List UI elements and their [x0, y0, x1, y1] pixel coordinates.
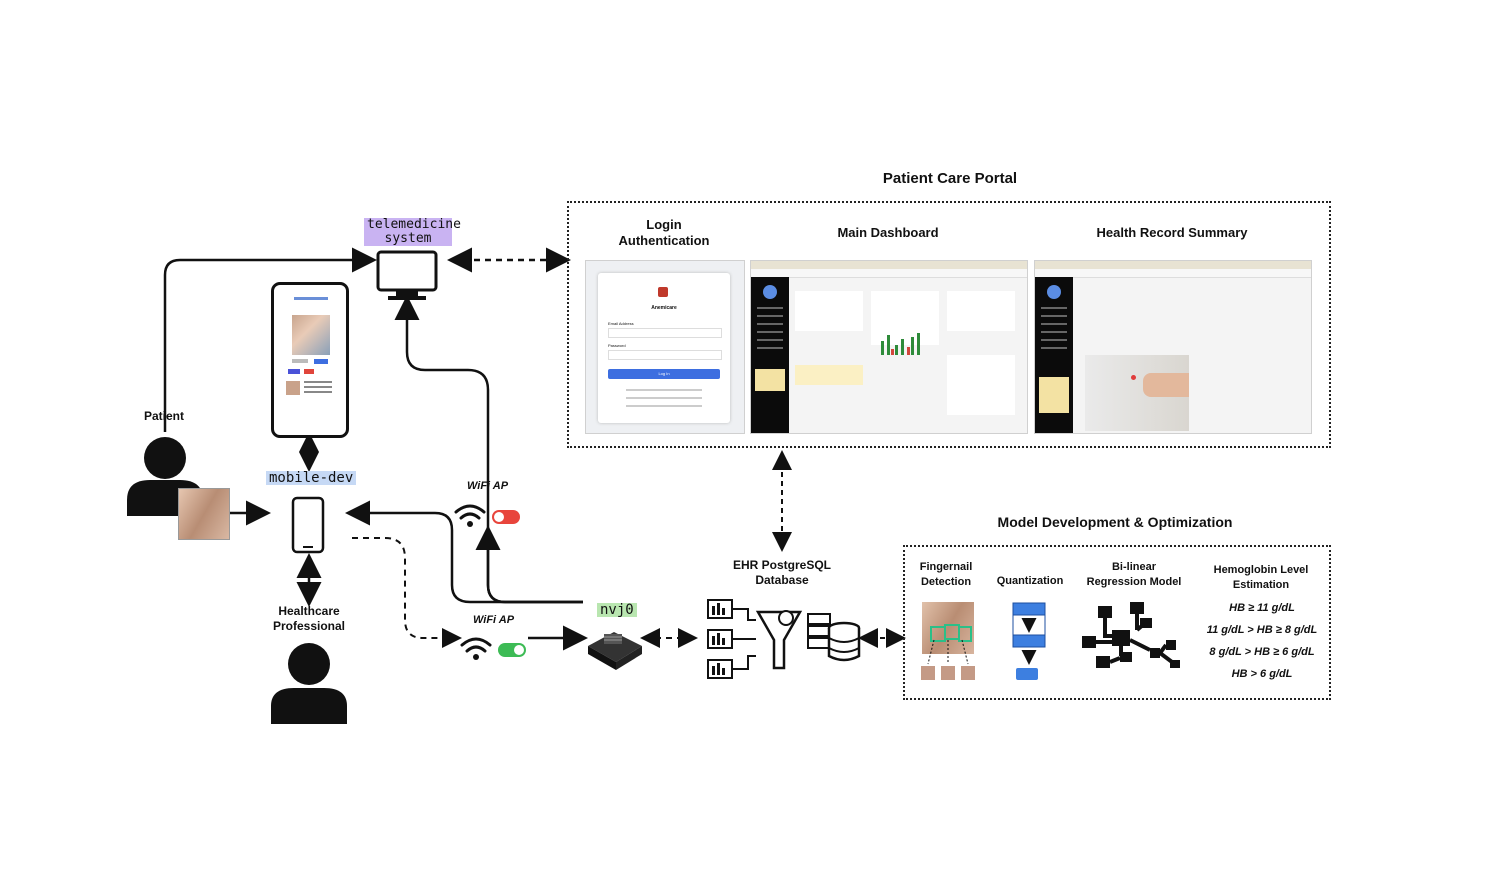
login-footer-lines — [626, 389, 702, 391]
login-screenshot: Anemicare Email Address Password Log In — [585, 260, 745, 434]
login-email-field[interactable] — [608, 328, 722, 338]
arrow-to-wifi-top — [475, 525, 583, 604]
step-bilinear-regression: Bi-linear Regression Model — [1086, 561, 1182, 588]
login-password-field[interactable] — [608, 350, 722, 360]
dashboard-title: Main Dashboard — [837, 225, 939, 240]
dashboard-screenshot — [750, 260, 1028, 434]
dashboard-mini-chart — [881, 333, 920, 355]
nvj0-tag: nvj0 — [597, 603, 637, 617]
step-hemoglobin-estimation: Hemoglobin Level Estimation — [1213, 564, 1309, 591]
mobile-dev-tag: mobile-dev — [266, 471, 357, 485]
step-fingernail-detection: Fingernail Detection — [919, 561, 973, 588]
wifi-bottom-label: WiFi AP — [473, 614, 515, 626]
phone-nail-photo — [292, 315, 330, 355]
login-email-label: Email Address — [608, 321, 634, 326]
login-button[interactable]: Log In — [608, 369, 720, 379]
avatar-icon — [763, 285, 777, 299]
portal-box — [567, 201, 1331, 448]
summary-photo — [1085, 355, 1189, 431]
healthcare-label: Healthcare Professional — [272, 604, 346, 633]
avatar-icon — [1047, 285, 1061, 299]
summary-sidebar — [1035, 277, 1073, 433]
login-app-name: Anemicare — [651, 305, 677, 311]
summary-title: Health Record Summary — [1096, 225, 1248, 240]
arrow-nvj0-to-mobile — [345, 500, 583, 604]
login-title: Login Authentication — [618, 217, 710, 248]
dashboard-content — [795, 285, 1020, 425]
summary-screenshot — [1034, 260, 1312, 434]
wifi-top-label: WiFi AP — [467, 480, 509, 492]
app-logo-icon — [658, 287, 668, 297]
telemedicine-tag: telemedicine system — [364, 218, 461, 246]
database-label: EHR PostgreSQL Database — [732, 558, 831, 587]
model-title: Model Development & Optimization — [997, 514, 1233, 530]
dashboard-sidebar — [751, 277, 789, 433]
model-box — [903, 545, 1331, 700]
arrow-patient-to-telemedicine — [163, 247, 377, 432]
step-quantization: Quantization — [996, 575, 1064, 587]
login-card: Anemicare Email Address Password Log In — [598, 273, 730, 423]
login-password-label: Password — [608, 343, 626, 348]
hb-level-3: 8 g/dL > HB ≥ 6 g/dL — [1209, 646, 1315, 658]
hb-level-1: HB ≥ 11 g/dL — [1229, 602, 1295, 614]
patient-label: Patient — [143, 409, 184, 423]
hb-level-4: HB > 6 g/dL — [1231, 668, 1293, 680]
hb-level-2: 11 g/dL > HB ≥ 8 g/dL — [1206, 624, 1318, 636]
portal-title: Patient Care Portal — [882, 170, 1018, 187]
patient-nail-photo — [178, 488, 230, 540]
phone-screenshot — [271, 282, 349, 438]
